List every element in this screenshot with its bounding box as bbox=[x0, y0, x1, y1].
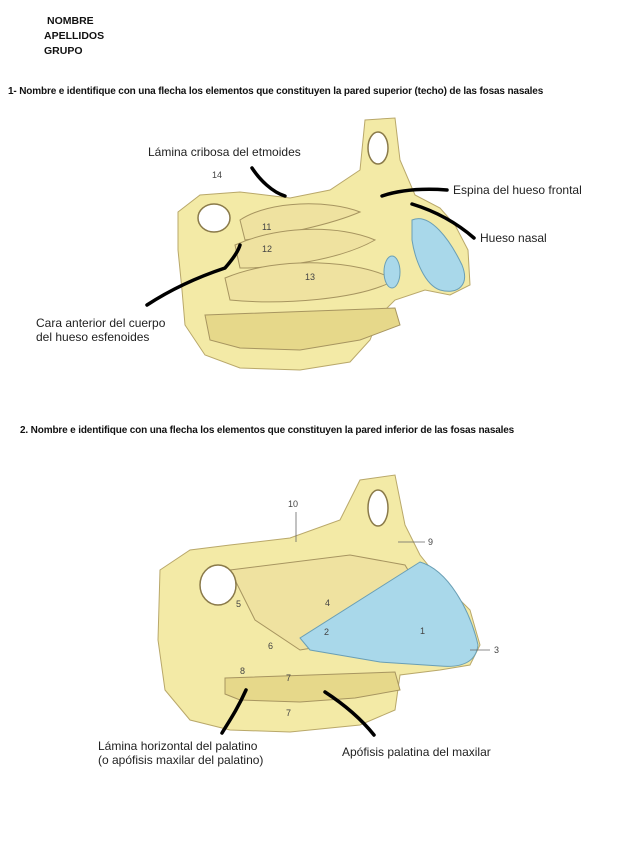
number-14: 14 bbox=[212, 170, 222, 180]
nasal-floor-diagram: 10 9 5 4 2 1 3 6 8 7 7 Lámina horizontal… bbox=[98, 474, 499, 767]
group-field-label: GRUPO bbox=[44, 45, 83, 57]
arrow-cribosa bbox=[250, 166, 287, 198]
label-cara-anterior-line1: Cara anterior del cuerpo bbox=[36, 316, 166, 330]
label-apofisis-palatina: Apófisis palatina del maxilar bbox=[342, 745, 491, 759]
arrow-apofisis-palatina bbox=[323, 690, 376, 737]
sphenoid-sinus-shape-2 bbox=[199, 564, 237, 606]
number-10: 10 bbox=[288, 499, 298, 509]
label-cara-anterior-line2: del hueso esfenoides bbox=[36, 330, 149, 344]
palate-band-shape-2 bbox=[224, 671, 401, 703]
sphenoid-sinus-shape bbox=[197, 203, 231, 233]
number-7-upper: 7 bbox=[286, 673, 291, 683]
number-13: 13 bbox=[305, 272, 315, 282]
number-7-lower: 7 bbox=[286, 708, 291, 718]
label-lamina-horizontal-line2: (o apófisis maxilar del palatino) bbox=[98, 753, 263, 767]
label-lamina-horizontal-line1: Lámina horizontal del palatino bbox=[98, 739, 258, 753]
label-espina-frontal: Espina del hueso frontal bbox=[453, 183, 582, 197]
frontal-sinus-shape bbox=[367, 131, 389, 165]
label-hueso-nasal: Hueso nasal bbox=[480, 231, 547, 245]
number-11: 11 bbox=[262, 222, 271, 232]
septal-cartilage-shape bbox=[299, 561, 479, 667]
palate-band-shape bbox=[204, 307, 401, 351]
number-5: 5 bbox=[236, 599, 241, 609]
number-4: 4 bbox=[325, 598, 330, 608]
number-3: 3 bbox=[494, 645, 499, 655]
frontal-sinus-shape-2 bbox=[367, 489, 389, 527]
student-header: NOMBRE APELLIDOS GRUPO bbox=[44, 14, 104, 59]
surname-field-label: APELLIDOS bbox=[44, 30, 105, 42]
arrow-nasal bbox=[410, 202, 476, 240]
question-1-text: 1- Nombre e identifique con una flecha l… bbox=[8, 86, 544, 97]
label-lamina-cribosa: Lámina cribosa del etmoides bbox=[148, 145, 301, 159]
arrow-espina bbox=[380, 187, 449, 198]
arrow-lamina-horizontal bbox=[220, 688, 248, 735]
alar-cartilage-shape bbox=[383, 255, 401, 289]
question-2-text: 2. Nombre e identifique con una flecha l… bbox=[20, 425, 515, 436]
number-2: 2 bbox=[324, 627, 329, 637]
nasal-roof-diagram: 14 11 12 13 Lámina cribosa del etmoides … bbox=[36, 117, 582, 371]
arrow-cara-anterior bbox=[145, 243, 242, 307]
number-6: 6 bbox=[268, 641, 273, 651]
number-1: 1 bbox=[420, 626, 425, 636]
number-9: 9 bbox=[428, 537, 433, 547]
nasal-cartilage-shape bbox=[411, 218, 465, 292]
number-12: 12 bbox=[262, 244, 272, 254]
name-field-label: NOMBRE bbox=[47, 15, 94, 27]
number-8: 8 bbox=[240, 666, 245, 676]
